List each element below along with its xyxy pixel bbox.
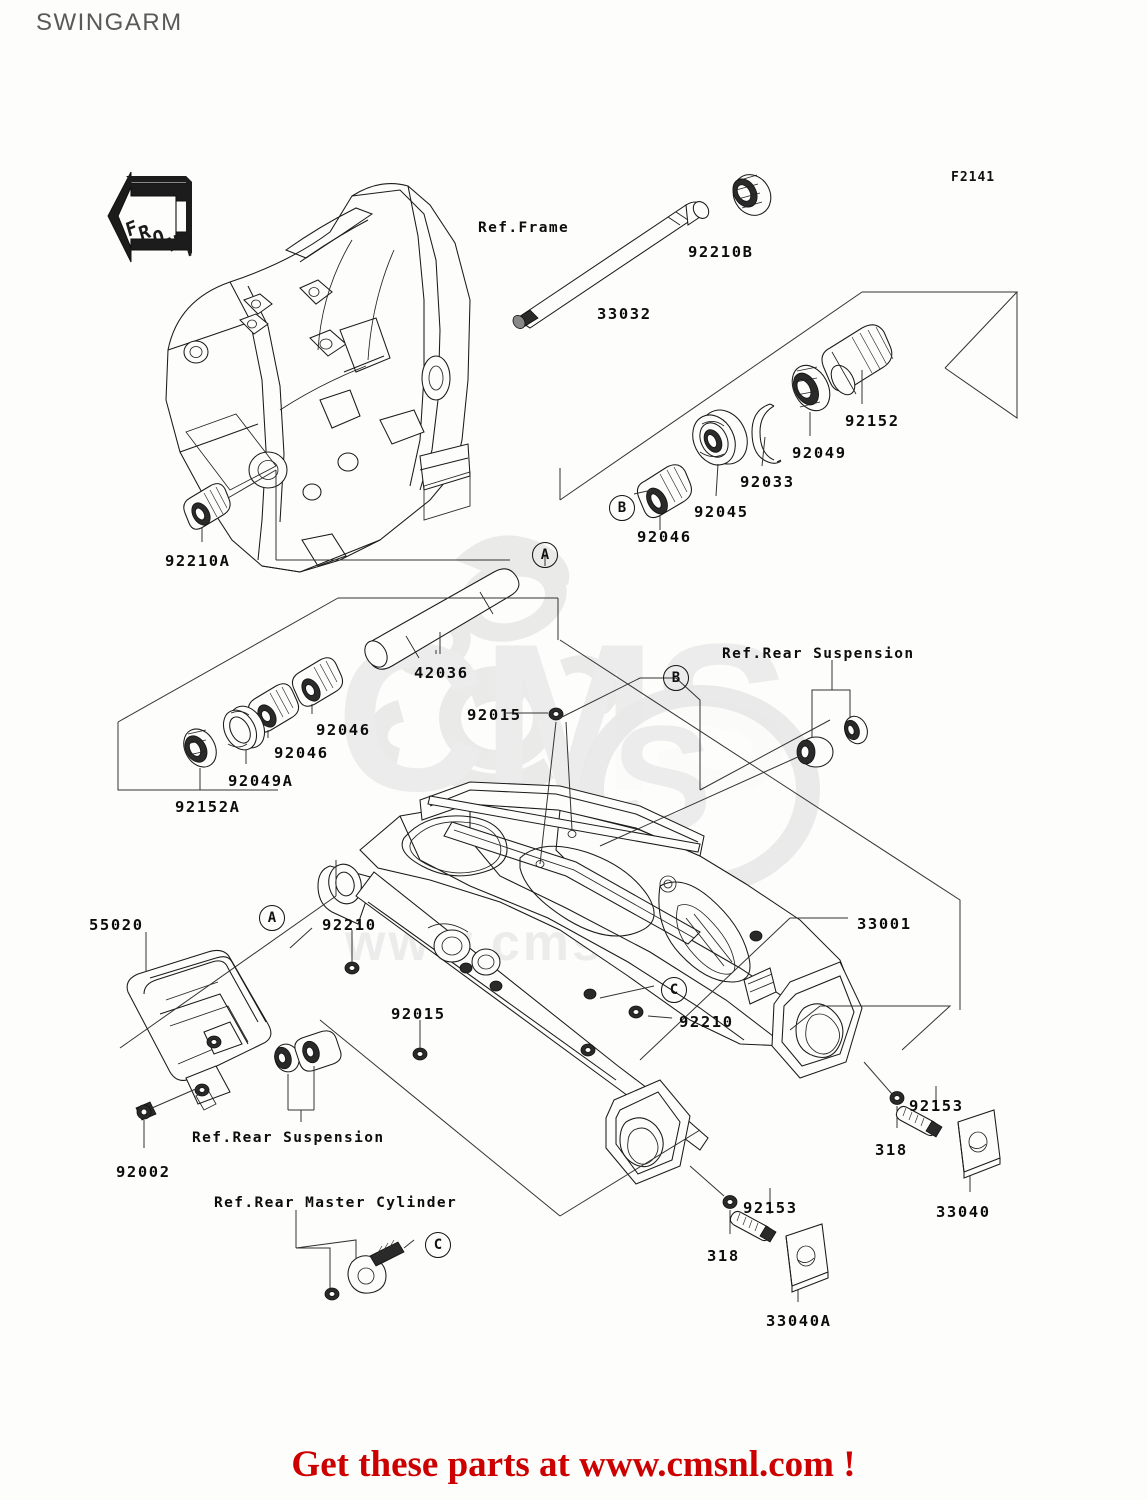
ref-frame-label: Ref.Frame	[478, 220, 570, 236]
frame-assembly	[166, 184, 470, 572]
part-label-33001[interactable]: 33001	[857, 915, 912, 933]
ref-rear-suspension-top-label: Ref.Rear Suspension	[722, 646, 915, 662]
part-label-92046-1[interactable]: 92046	[316, 721, 371, 739]
needle-bearing-92046-b	[637, 465, 691, 518]
callout-marker-b-top[interactable]: B	[609, 495, 635, 521]
swingarm-33001	[318, 782, 862, 1184]
pivot-shaft-33032	[511, 199, 712, 331]
page-title: SWINGARM	[36, 9, 183, 36]
bearing-set-right	[560, 292, 1017, 530]
callout-marker-c-bottom[interactable]: C	[425, 1232, 451, 1258]
part-label-33040[interactable]: 33040	[936, 1203, 991, 1221]
construction-lines	[120, 470, 960, 1216]
part-label-318-bottom[interactable]: 318	[707, 1247, 740, 1265]
part-label-92033[interactable]: 92033	[740, 473, 795, 491]
part-label-92002[interactable]: 92002	[116, 1163, 171, 1181]
ref-rear-suspension-bottom-label: Ref.Rear Suspension	[192, 1130, 385, 1146]
part-label-33040a[interactable]: 33040A	[766, 1312, 832, 1330]
part-label-92046-b[interactable]: 92046	[637, 528, 692, 546]
collar-92152a	[177, 723, 222, 772]
chain-adjuster-33040	[790, 1006, 1000, 1192]
ref-rear-master-cylinder-label: Ref.Rear Master Cylinder	[214, 1195, 458, 1211]
nut-92210a	[184, 470, 276, 542]
snap-ring-92033	[752, 404, 781, 463]
part-label-92210-left[interactable]: 92210	[322, 916, 377, 934]
oil-seal-92049a	[217, 700, 272, 756]
fasteners-on-swingarm	[290, 708, 762, 1060]
part-label-55020[interactable]: 55020	[89, 916, 144, 934]
oil-seal-92049	[785, 359, 838, 417]
callout-marker-a-bottom[interactable]: A	[259, 905, 285, 931]
part-label-92153-bottom[interactable]: 92153	[743, 1199, 798, 1217]
collar-92152	[822, 325, 893, 399]
ref-rear-master-cylinder-parts	[296, 1210, 414, 1300]
part-label-92015-top[interactable]: 92015	[467, 706, 522, 724]
part-label-92049a[interactable]: 92049A	[228, 772, 294, 790]
pivot-sleeve-42036	[360, 569, 519, 671]
bearing-set-left	[118, 598, 558, 790]
nut-92210b	[726, 168, 778, 222]
callout-marker-a-top[interactable]: A	[532, 542, 558, 568]
part-label-33032[interactable]: 33032	[597, 305, 652, 323]
chain-guard-55020	[127, 932, 271, 1148]
part-label-92046-2[interactable]: 92046	[274, 744, 329, 762]
needle-bearing-92046-1	[292, 658, 342, 707]
diagram-code: F2141	[951, 170, 996, 185]
part-label-92152[interactable]: 92152	[845, 412, 900, 430]
ref-rear-suspension-bottom-parts	[271, 1031, 341, 1122]
footer-promo-text[interactable]: Get these parts at www.cmsnl.com !	[291, 1444, 856, 1485]
part-label-92153-right[interactable]: 92153	[909, 1097, 964, 1115]
part-label-92152a[interactable]: 92152A	[175, 798, 241, 816]
ref-rear-suspension-top-parts	[560, 660, 871, 846]
part-label-42036[interactable]: 42036	[414, 664, 469, 682]
callout-marker-c-right[interactable]: C	[661, 977, 687, 1003]
part-label-92049[interactable]: 92049	[792, 444, 847, 462]
part-label-92015-bottom[interactable]: 92015	[391, 1005, 446, 1023]
callout-marker-b-right[interactable]: B	[663, 665, 689, 691]
ball-bearing-92045	[685, 402, 756, 472]
part-label-318-right[interactable]: 318	[875, 1141, 908, 1159]
chain-adjuster-33040a	[560, 1130, 828, 1302]
part-label-92045[interactable]: 92045	[694, 503, 749, 521]
part-label-92210b[interactable]: 92210B	[688, 243, 754, 261]
part-label-92210a[interactable]: 92210A	[165, 552, 231, 570]
part-label-92210-right[interactable]: 92210	[679, 1013, 734, 1031]
